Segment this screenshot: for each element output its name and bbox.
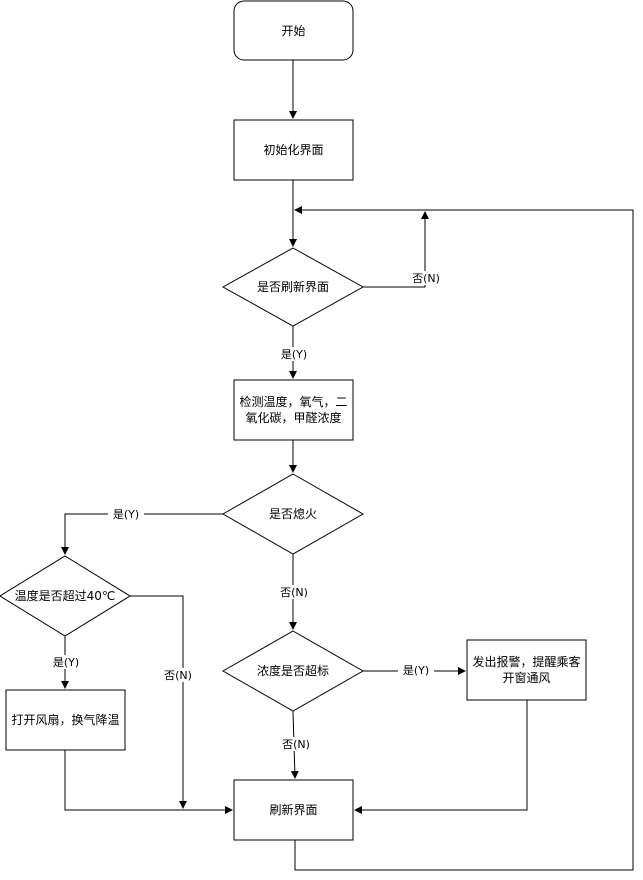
alarm-process bbox=[466, 639, 587, 701]
concentration-question-label: 浓度是否超标 bbox=[256, 664, 329, 678]
start-label: 开始 bbox=[281, 23, 306, 38]
refresh-question-label: 是否刷新界面 bbox=[256, 280, 329, 294]
edge-label-concentration-yes: 是(Y) bbox=[398, 663, 434, 677]
edge-label-fire-yes: 是(Y) bbox=[108, 507, 144, 521]
edge-temp-no bbox=[130, 595, 187, 809]
edge-label-fire-no: 否(N) bbox=[276, 585, 312, 599]
edge-refresh-loop-back bbox=[294, 206, 634, 871]
temp-question-label: 温度是否超过40℃ bbox=[14, 589, 116, 603]
init-label: 初始化界面 bbox=[263, 143, 324, 157]
edge-alarm-refresh bbox=[354, 700, 528, 814]
edge-label-refresh-no: 否(N) bbox=[408, 271, 444, 285]
edge-label-refresh-yes: 是(Y) bbox=[276, 347, 312, 361]
edge-fan-refresh bbox=[64, 750, 233, 814]
edge-label-temp-no: 否(N) bbox=[160, 668, 196, 682]
alarm-label: 发出报警，提醒乘客开窗通风 bbox=[472, 655, 581, 685]
refresh-process bbox=[233, 779, 354, 841]
edge-label-concentration-no: 否(N) bbox=[278, 737, 314, 751]
detect-label: 检测温度，氧气，二氧化碳，甲醛浓度 bbox=[239, 395, 348, 425]
fire-question-label: 是否熄火 bbox=[268, 507, 317, 521]
detect-process bbox=[233, 379, 354, 441]
fan-process bbox=[5, 689, 126, 751]
init-process bbox=[233, 119, 354, 181]
edge-fire-yes bbox=[61, 513, 223, 555]
edge-label-temp-yes: 是(Y) bbox=[48, 655, 84, 669]
refresh-label: 刷新界面 bbox=[269, 803, 318, 817]
fan-label: 打开风扇，换气降温 bbox=[11, 713, 120, 727]
edge-refresh-no-loop bbox=[363, 211, 429, 288]
